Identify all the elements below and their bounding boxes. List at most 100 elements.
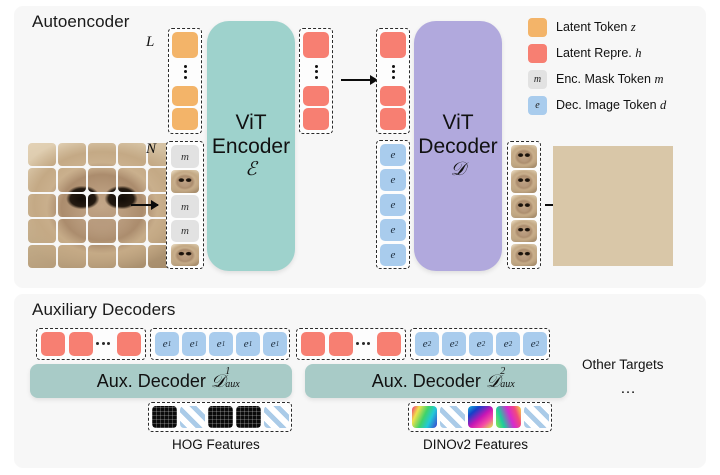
legend-math-image-token: d xyxy=(660,97,667,112)
arrow-encoder-to-decoder xyxy=(341,79,377,81)
vit-encoder-module: ViT Encoder ℰ xyxy=(207,21,295,271)
latent-token-3 xyxy=(172,108,198,130)
dec-image-token-5: e xyxy=(380,244,406,266)
input-patch xyxy=(28,168,56,192)
orange-square-icon xyxy=(528,17,547,37)
legend-math-mask-token: m xyxy=(654,71,664,86)
input-patch xyxy=(118,143,146,167)
decoder-latent-2 xyxy=(380,86,406,106)
reconstructed-output-image xyxy=(553,146,673,266)
hog-masked-tile xyxy=(264,406,289,428)
auxiliary-decoders-panel-title: Auxiliary Decoders xyxy=(32,300,176,319)
vit-decoder-line2: Decoder xyxy=(418,134,498,158)
arrow-patches-to-tokens xyxy=(131,204,158,206)
legend-row-mask-token: m Enc. Mask Token m xyxy=(528,66,698,92)
blue-image-token-icon: e xyxy=(528,95,547,115)
latent-repr-1 xyxy=(303,32,329,58)
aux-decoder-2-label: Aux. Decoder xyxy=(371,370,481,391)
aux2-latent-token-1 xyxy=(301,332,325,356)
latent-repr-3 xyxy=(303,108,329,130)
input-patch xyxy=(28,143,56,167)
aux1-latent-ellipsis xyxy=(96,342,110,345)
other-targets-label: Other Targets xyxy=(582,357,664,372)
output-patch-5 xyxy=(511,244,537,266)
dino-feature-tile xyxy=(412,406,437,428)
aux2-latent-ellipsis xyxy=(356,342,370,345)
legend-row-image-token: e Dec. Image Token d xyxy=(528,92,698,118)
latent-repr-ellipsis xyxy=(299,62,333,81)
legend-label-latent-token: Latent Token xyxy=(556,19,631,34)
input-patch xyxy=(58,168,86,192)
aux1-latent-token-2 xyxy=(69,332,93,356)
grey-mask-token-icon: m xyxy=(528,69,547,89)
latent-token-1 xyxy=(172,32,198,58)
output-patch-1 xyxy=(511,145,537,168)
legend-label-image-token: Dec. Image Token xyxy=(556,97,660,112)
legend: Latent Token z Latent Repre. h m Enc. Ma… xyxy=(528,14,698,118)
hog-feature-tile xyxy=(236,406,261,428)
input-patch xyxy=(28,244,56,268)
input-patch xyxy=(58,244,86,268)
latent-token-ellipsis xyxy=(168,62,202,81)
decoder-latent-3 xyxy=(380,108,406,130)
latent-repr-2 xyxy=(303,86,329,106)
legend-label-latent-repr: Latent Repre. xyxy=(556,45,636,60)
input-patch xyxy=(118,244,146,268)
input-patch xyxy=(118,168,146,192)
other-targets-ellipsis: … xyxy=(620,380,636,397)
legend-row-latent-token: Latent Token z xyxy=(528,14,698,40)
aux1-latent-token-1 xyxy=(41,332,65,356)
legend-label-mask-token: Enc. Mask Token xyxy=(556,71,655,86)
autoencoder-panel-title: Autoencoder xyxy=(32,12,130,31)
input-patch xyxy=(28,219,56,243)
enc-image-patch-1 xyxy=(171,170,199,193)
latent-token-2 xyxy=(172,86,198,106)
dec-image-token-2: e xyxy=(380,169,406,191)
input-patch xyxy=(88,193,116,218)
input-patch xyxy=(118,219,146,243)
input-patch xyxy=(28,193,56,218)
aux2-latent-token-2 xyxy=(329,332,353,356)
legend-row-latent-repr: Latent Repre. h xyxy=(528,40,698,66)
input-patch xyxy=(58,219,86,243)
enc-image-patch-2 xyxy=(171,244,199,266)
vit-encoder-line1: ViT xyxy=(235,111,267,135)
legend-math-latent-token: z xyxy=(630,19,636,34)
dec-image-token-1: e xyxy=(380,144,406,166)
input-image-patch-grid xyxy=(28,143,176,268)
input-patch xyxy=(88,143,116,167)
output-patch-4 xyxy=(511,220,537,242)
aux2-latent-token-3 xyxy=(377,332,401,356)
output-patch-3 xyxy=(511,195,537,218)
hog-masked-tile xyxy=(180,406,205,428)
dec-image-token-4: e xyxy=(380,219,406,241)
enc-mask-token-3: m xyxy=(171,220,199,242)
vit-encoder-line2: Encoder xyxy=(211,134,291,158)
dino-masked-tile xyxy=(524,406,549,428)
enc-mask-token-2: m xyxy=(171,195,199,218)
red-square-icon xyxy=(528,43,547,63)
decoder-latent-1 xyxy=(380,32,406,58)
input-patch xyxy=(88,244,116,268)
dino-masked-tile xyxy=(440,406,465,428)
dino-feature-tile xyxy=(496,406,521,428)
patch-count-label: N xyxy=(146,141,157,157)
vit-decoder-line1: ViT xyxy=(442,111,474,135)
vit-encoder-symbol: ℰ xyxy=(245,159,257,181)
latent-count-label: L xyxy=(146,34,155,50)
hog-feature-tile xyxy=(208,406,233,428)
dec-image-token-3: e xyxy=(380,194,406,216)
output-patch-2 xyxy=(511,170,537,193)
